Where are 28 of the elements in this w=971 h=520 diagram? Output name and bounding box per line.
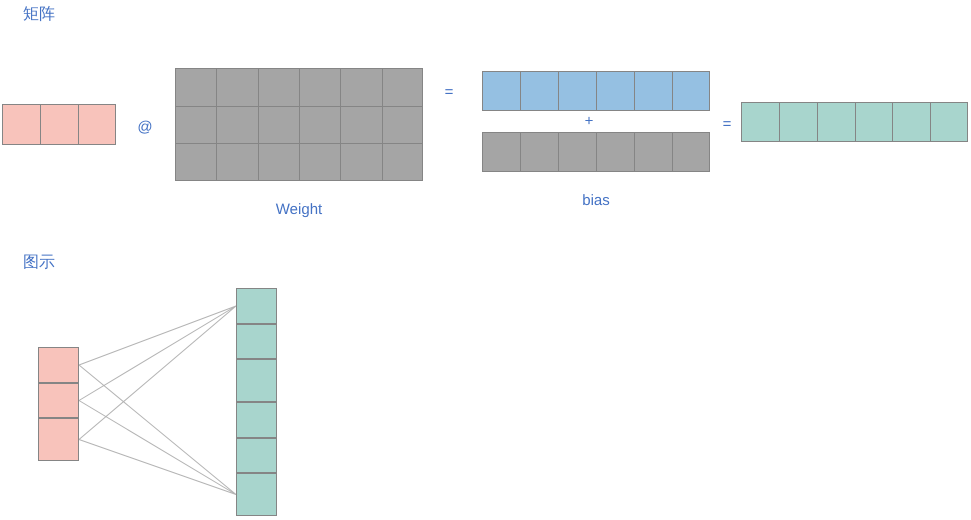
vector-cell xyxy=(38,418,79,461)
matrix-grid xyxy=(482,132,710,172)
matrix-grid xyxy=(482,71,710,111)
matrix-grid xyxy=(175,68,423,181)
vector-cell xyxy=(236,288,277,324)
operator-symbol: + xyxy=(584,112,594,130)
operator-symbol: = xyxy=(722,115,732,133)
connection-line xyxy=(78,306,236,366)
section-heading: 矩阵 xyxy=(23,6,55,24)
matrix-caption: bias xyxy=(582,192,610,210)
vector-cell xyxy=(236,324,277,359)
connection-line xyxy=(78,364,236,495)
vector-cell xyxy=(236,438,277,473)
vector-cell xyxy=(236,473,277,516)
vector-cell xyxy=(38,347,79,383)
operator-symbol: @ xyxy=(137,118,153,136)
matrix-grid xyxy=(2,104,116,145)
connection-line xyxy=(78,306,236,440)
vector-cell xyxy=(38,383,79,418)
matrix-grid xyxy=(741,102,968,142)
connection-line xyxy=(78,439,236,495)
vector-cell xyxy=(236,402,277,438)
section-heading: 图示 xyxy=(23,254,55,272)
operator-symbol: = xyxy=(444,83,454,101)
connection-line xyxy=(78,306,236,401)
vector-cell xyxy=(236,359,277,402)
matrix-caption: Weight xyxy=(276,201,322,218)
connection-line xyxy=(78,400,236,495)
